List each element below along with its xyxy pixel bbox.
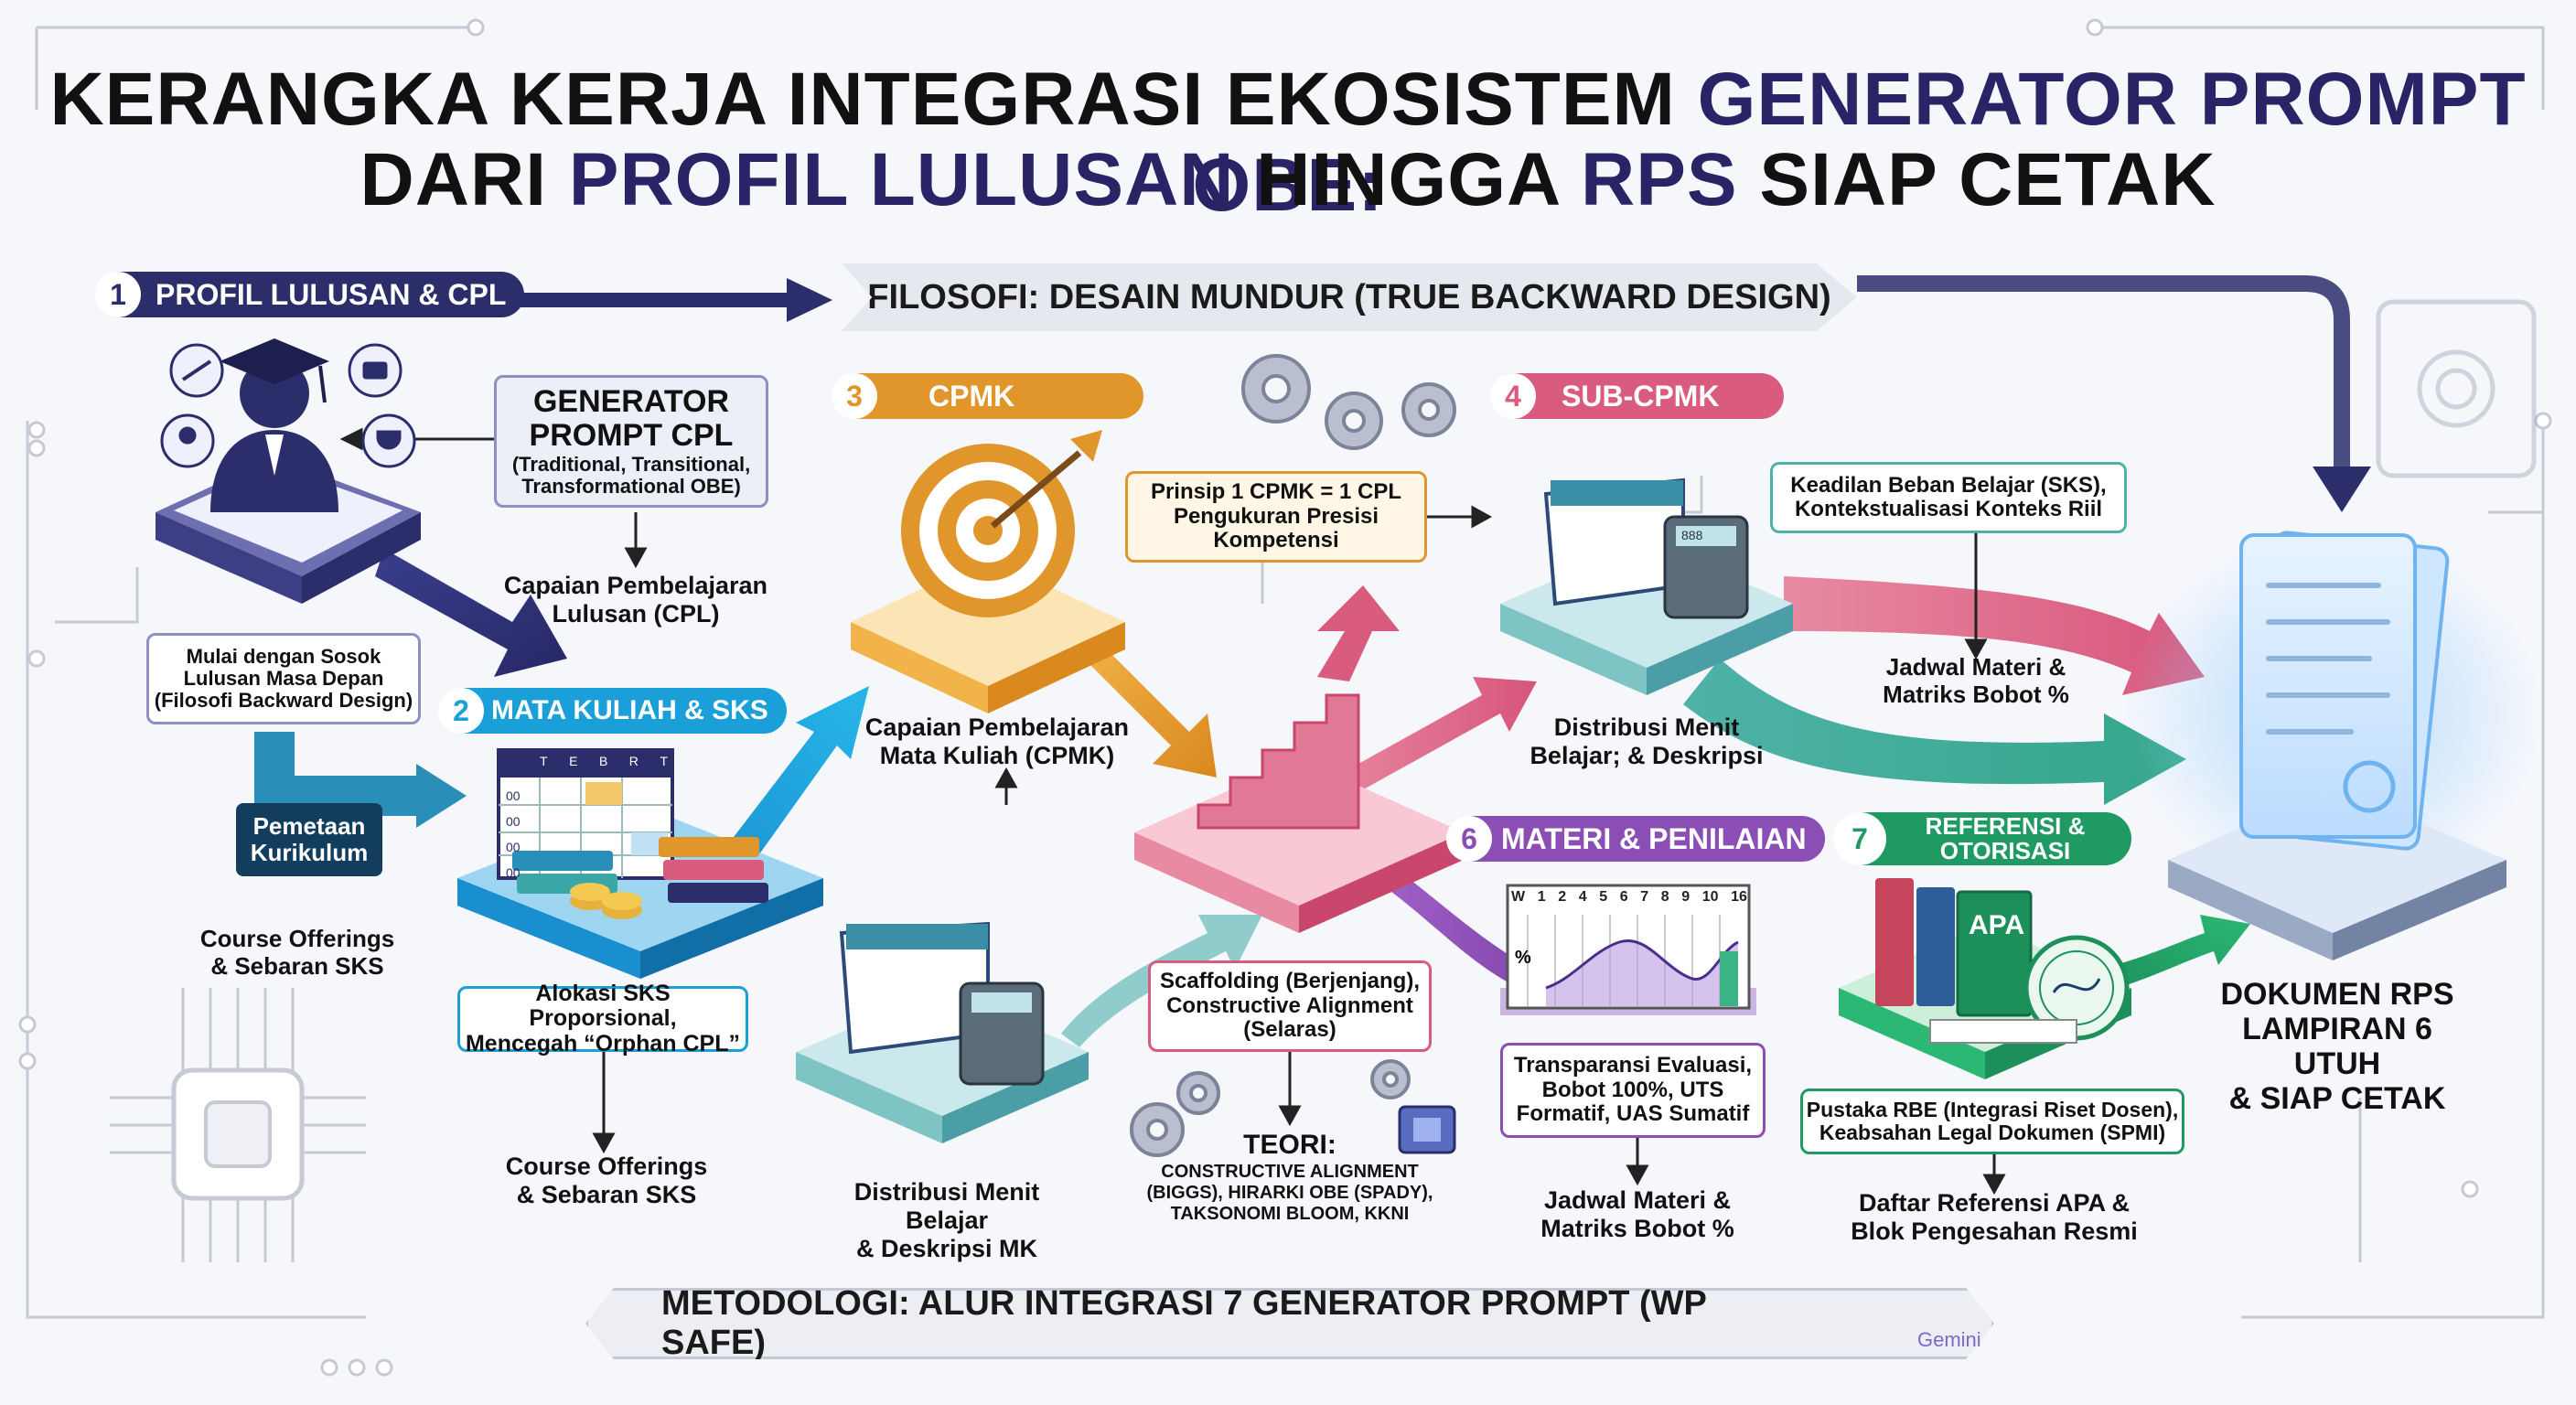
cpl-generator-box: GENERATOR PROMPT CPL (Traditional, Trans… — [494, 375, 768, 508]
pustaka-note-box: Pustaka RBE (Integrasi Riset Dosen),Keab… — [1800, 1089, 2184, 1154]
calendar-top-illustration — [1500, 477, 1793, 695]
calculator-display: 888 — [1681, 528, 1703, 542]
graduate-illustration — [156, 338, 421, 604]
final-document-illustration — [2122, 531, 2543, 960]
methodology-banner: METODOLOGI: ALUR INTEGRASI 7 GENERATOR P… — [585, 1288, 1994, 1359]
connector-lines — [339, 427, 2362, 1262]
step-7-pill: 7 REFERENSI & OTORISASI — [1833, 812, 2131, 865]
books-seal-illustration — [1839, 878, 2131, 1079]
sks-illustration — [457, 748, 823, 979]
book-label: APA — [1969, 910, 2025, 940]
gemini-label: Gemini — [1917, 1328, 1981, 1351]
philosophy-banner: FILOSOFI: DESAIN MUNDUR (TRUE BACKWARD D… — [842, 263, 1857, 331]
page-title-line2: DARI PROFIL LULUSAN HINGGA RPS SIAP CETA… — [360, 138, 2216, 221]
jadwal-bottom-caption: Jadwal Materi &Matriks Bobot % — [1540, 1186, 1734, 1243]
jadwal-top-caption: Jadwal Materi &Matriks Bobot % — [1883, 653, 2069, 708]
screen-icon — [2376, 299, 2537, 478]
gears-icon — [1130, 354, 1456, 1157]
distribusi-mk-caption: Distribusi Menit Belajar& Deskripsi MK — [853, 1178, 1040, 1263]
subcpmk-note-box: Keadilan Beban Belajar (SKS),Kontekstual… — [1770, 462, 2127, 533]
teori-caption: TEORI: CONSTRUCTIVE ALIGNMENT (BIGGS), H… — [1146, 1130, 1433, 1224]
course-offerings-left-caption: Course Offerings& Sebaran SKS — [199, 925, 395, 980]
top-flow-arrows — [512, 275, 2371, 512]
graduate-side-icons — [160, 343, 416, 468]
calendar-bottom-illustration — [796, 921, 1089, 1143]
sks-note-box: Alokasi SKS Proporsional,Mencegah “Orpha… — [457, 981, 748, 1056]
chart-panel — [1500, 884, 1756, 1015]
chip-icon — [1398, 1105, 1456, 1154]
daftar-ref-caption: Daftar Referensi APA &Blok Pengesahan Re… — [1851, 1189, 2138, 1246]
page-title-line1: KERANGKA KERJA INTEGRASI EKOSISTEM GENER… — [49, 58, 2527, 227]
scaffolding-box: Scaffolding (Berjenjang),Constructive Al… — [1148, 960, 1432, 1052]
chart-percent-label: % — [1515, 948, 1531, 968]
circuit-lines — [26, 26, 2545, 1319]
course-offerings-bottom-caption: Course Offerings& Sebaran SKS — [505, 1153, 708, 1209]
processor-icon — [171, 1067, 305, 1201]
circuit-dots — [18, 18, 2552, 1377]
staircase-illustration — [1134, 585, 1464, 933]
target-illustration — [851, 430, 1125, 713]
